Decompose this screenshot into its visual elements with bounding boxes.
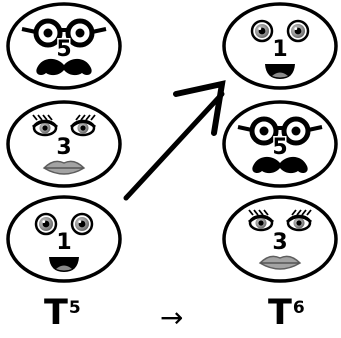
face-number-label: 1 [272, 37, 287, 62]
face-lashes-lips-left: 3 [6, 100, 122, 188]
mustache-icon [252, 156, 308, 174]
round-eyes-icon [250, 19, 310, 43]
smile-icon [49, 257, 79, 272]
faces-layer: 5 3 1 1 5 3 [6, 2, 338, 283]
smile-icon [265, 64, 295, 79]
caption-right: T6 [268, 293, 305, 333]
lashed-eyes-icon [247, 209, 313, 232]
mustache-icon [36, 58, 92, 76]
face-number-label: 3 [272, 230, 287, 255]
face-glasses-mustache-right: 5 [222, 100, 338, 188]
face-outline [222, 2, 338, 90]
face-glasses-mustache-left: 5 [6, 2, 122, 90]
transition-arrow-symbol: → [160, 301, 184, 334]
glasses-icon [21, 18, 107, 48]
face-number-label: 5 [272, 135, 287, 160]
face-lashes-lips-right: 3 [222, 195, 338, 283]
move-arrow [123, 80, 226, 201]
face-eyes-smile-left: 1 [6, 195, 122, 283]
glasses-icon [237, 116, 323, 146]
face-outline [6, 195, 122, 283]
face-number-label: 5 [56, 37, 71, 62]
face-number-label: 1 [56, 230, 71, 255]
face-number-label: 3 [56, 135, 71, 160]
lashed-eyes-icon [31, 114, 97, 137]
round-eyes-icon [34, 212, 94, 236]
face-eyes-smile-right: 1 [222, 2, 338, 90]
caption-left: T5 [44, 293, 81, 333]
